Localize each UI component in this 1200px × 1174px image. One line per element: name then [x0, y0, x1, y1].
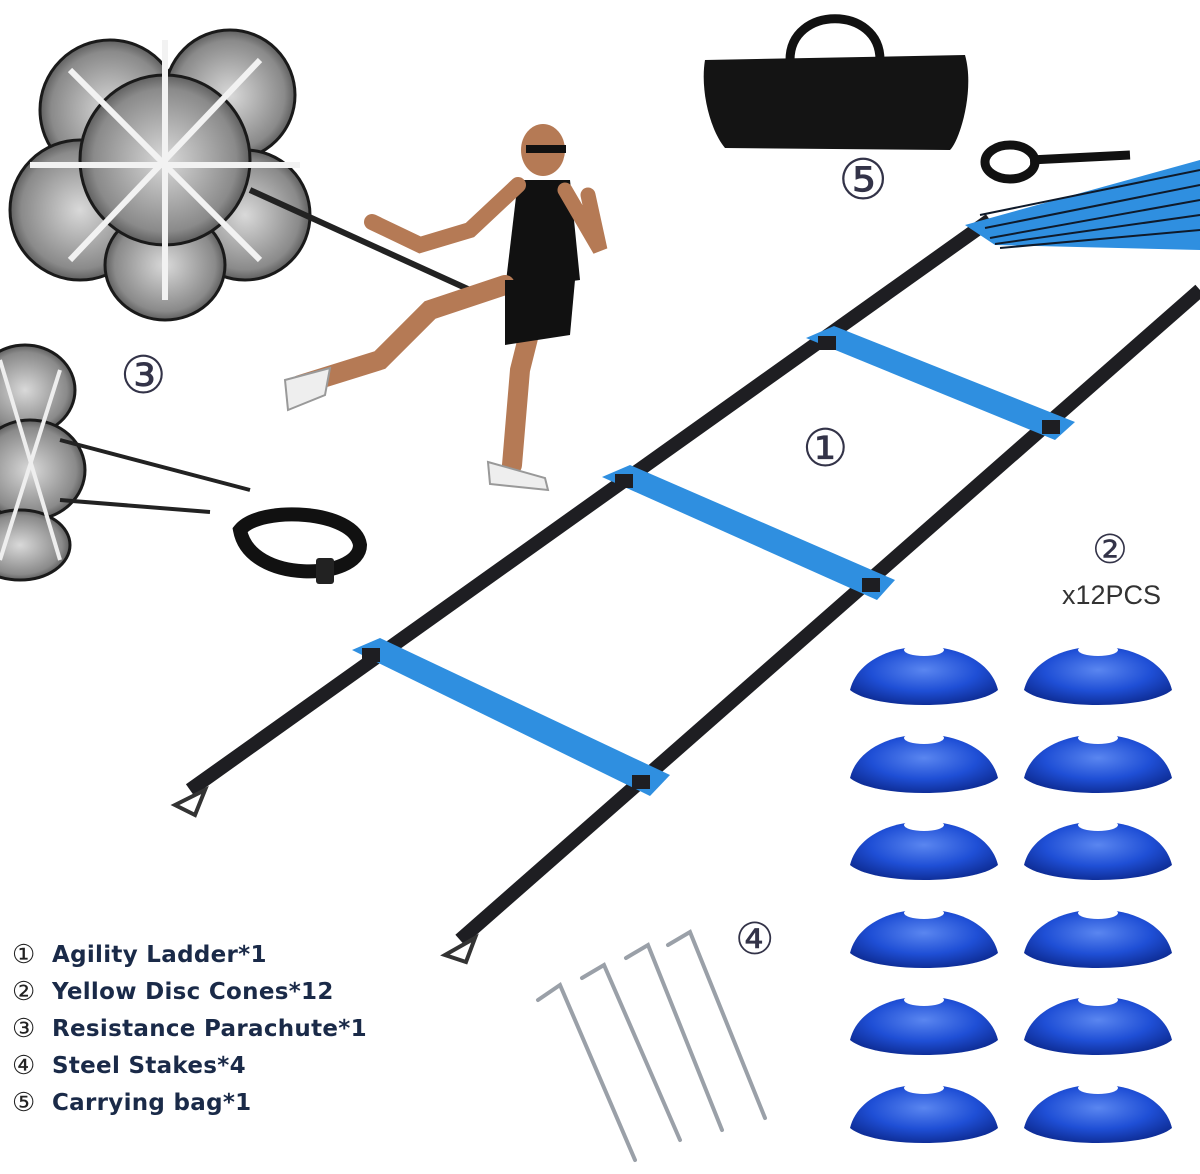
carrying-bag — [703, 14, 969, 150]
steel-stakes — [536, 929, 767, 1162]
disc-cone — [850, 819, 998, 880]
disc-cone — [1024, 994, 1172, 1055]
legend-number: ⑤ — [12, 1087, 36, 1118]
legend-item: ① Agility Ladder*1 — [12, 936, 367, 973]
disc-cone — [1024, 644, 1172, 705]
label-stakes: ④ — [735, 914, 775, 965]
disc-cone — [850, 994, 998, 1055]
contents-legend: ① Agility Ladder*1 ② Yellow Disc Cones*1… — [12, 936, 367, 1121]
legend-text: Steel Stakes*4 — [52, 1052, 246, 1079]
label-parachute: ③ — [120, 346, 167, 406]
cone-count-label: x12PCS — [1062, 580, 1162, 610]
label-disc-cones: ② — [1092, 527, 1128, 573]
legend-item: ④ Steel Stakes*4 — [12, 1047, 367, 1084]
disc-cone — [1024, 1082, 1172, 1143]
parachute-small — [0, 343, 368, 584]
legend-text: Yellow Disc Cones*12 — [52, 978, 334, 1005]
legend-text: Agility Ladder*1 — [52, 941, 267, 968]
agility-ladder — [170, 160, 1200, 965]
disc-cone — [1024, 907, 1172, 968]
disc-cones — [850, 644, 1172, 1143]
parachute-large — [8, 28, 472, 322]
disc-cone — [850, 1082, 998, 1143]
legend-number: ① — [12, 939, 36, 970]
disc-cone — [850, 732, 998, 793]
strap-roll — [980, 140, 1131, 184]
disc-cone — [1024, 732, 1172, 793]
legend-number: ④ — [12, 1050, 36, 1081]
label-carrying-bag: ⑤ — [838, 148, 889, 213]
legend-item: ③ Resistance Parachute*1 — [12, 1010, 367, 1047]
legend-item: ⑤ Carrying bag*1 — [12, 1084, 367, 1121]
disc-cone — [850, 644, 998, 705]
legend-number: ② — [12, 976, 36, 1007]
sprinter — [283, 124, 608, 492]
label-agility-ladder: ① — [802, 419, 849, 479]
legend-item: ② Yellow Disc Cones*12 — [12, 973, 367, 1010]
legend-text: Carrying bag*1 — [52, 1089, 252, 1116]
legend-text: Resistance Parachute*1 — [52, 1015, 367, 1042]
disc-cone — [1024, 819, 1172, 880]
legend-number: ③ — [12, 1013, 36, 1044]
disc-cone — [850, 907, 998, 968]
